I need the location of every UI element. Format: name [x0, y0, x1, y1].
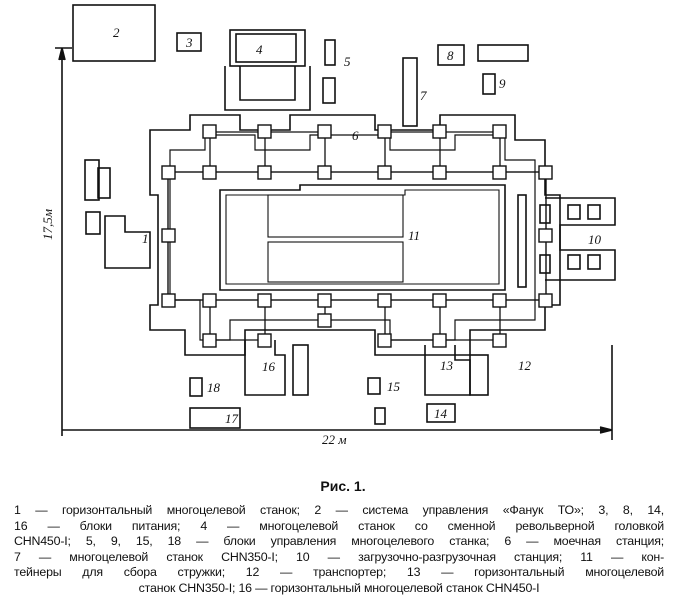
power-block-17	[189, 407, 241, 429]
machine-13-unit	[469, 354, 489, 396]
caption-line: CHN450-I; 5, 9, 15, 18 — блоки управлени…	[14, 534, 664, 548]
label-4: 4	[256, 42, 263, 57]
label-13: 13	[440, 358, 454, 373]
control-block-15	[367, 377, 381, 395]
left-unit-a	[84, 159, 100, 201]
caption-line: 1 — горизонтальный многоцелевой станок; …	[14, 503, 664, 517]
caption-line: станок CHN350-I; 16 — горизонтальный мно…	[138, 580, 540, 595]
label-1: 1	[142, 231, 149, 246]
label-14: 14	[434, 406, 448, 421]
left-unit-c	[85, 211, 101, 235]
label-3: 3	[185, 35, 193, 50]
loading-station	[539, 197, 616, 281]
control-block-5b	[322, 77, 336, 104]
control-block-5a	[324, 39, 336, 66]
dimension-vertical	[55, 47, 72, 436]
label-16: 16	[262, 359, 276, 374]
figure-title: Рис. 1.	[320, 478, 366, 494]
control-block-18	[189, 377, 203, 397]
left-unit-b	[97, 167, 111, 199]
label-18: 18	[207, 380, 221, 395]
bottom-unit	[374, 407, 386, 425]
machine-16-unit	[292, 344, 309, 396]
caption-line: 16 — блоки питания; 4 — многоцелевой ста…	[14, 518, 664, 533]
label-6: 6	[352, 128, 359, 143]
label-2: 2	[113, 25, 120, 40]
chip-containers	[219, 184, 506, 291]
transporter-12	[517, 194, 527, 288]
rail-nodes	[161, 124, 553, 348]
label-8: 8	[447, 48, 454, 63]
label-7: 7	[420, 88, 427, 103]
power-block-3	[176, 32, 202, 52]
rail-loop	[167, 171, 547, 301]
control-system-fanuc	[72, 4, 156, 62]
control-block-9	[482, 73, 496, 95]
caption-line: тейнеры для сбора стружки; 12 — транспор…	[14, 565, 664, 579]
label-12: 12	[518, 358, 532, 373]
machine-1	[104, 215, 151, 269]
label-11: 11	[408, 228, 420, 243]
layout-diagram: 17,5м 22 м	[40, 4, 616, 447]
label-15: 15	[387, 379, 401, 394]
label-10: 10	[588, 232, 602, 247]
track-enclosure	[149, 114, 561, 356]
machine-16	[244, 340, 286, 396]
caption-line: 7 — многоцелевой станок CHN350-I; 10 — з…	[14, 549, 664, 564]
dim-horizontal-label: 22 м	[322, 432, 347, 447]
machine-7	[402, 57, 418, 127]
dim-vertical-label: 17,5м	[40, 209, 55, 240]
dimension-horizontal	[62, 345, 613, 440]
label-5: 5	[344, 54, 351, 69]
label-17: 17	[225, 411, 239, 426]
machine-4	[224, 29, 311, 111]
aux-block	[477, 44, 529, 62]
power-block-8	[437, 44, 465, 66]
label-9: 9	[499, 76, 506, 91]
figure-caption: 1 — горизонтальный многоцелевой станок; …	[14, 503, 664, 596]
power-block-14	[426, 403, 456, 423]
